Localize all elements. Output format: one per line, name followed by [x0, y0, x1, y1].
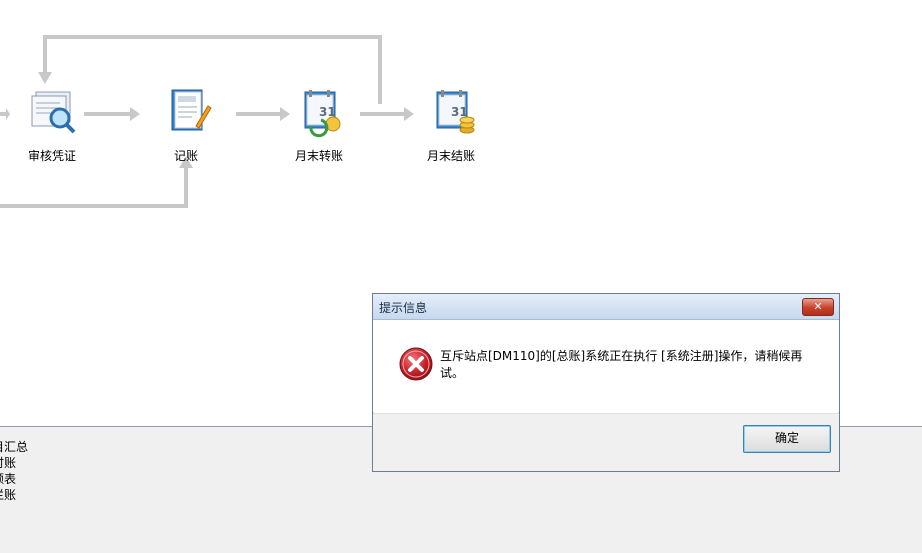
loop-arrow-top [43, 35, 382, 104]
node-audit-voucher[interactable]: 审核凭证 [7, 86, 97, 164]
dialog-body: 互斥站点[DM110]的[总账]系统正在执行 [系统注册]操作，请稍候再试。 [373, 320, 839, 412]
node-label: 月末转账 [294, 149, 343, 163]
ok-button[interactable]: 确定 [743, 425, 831, 453]
audit-voucher-icon [31, 91, 76, 134]
dialog-message: 互斥站点[DM110]的[总账]系统正在执行 [系统注册]操作，请稍候再试。 [440, 349, 803, 380]
node-month-end-transfer[interactable]: 31 月末转账 [274, 86, 364, 164]
flow-arrows [0, 35, 414, 208]
close-button[interactable]: ✕ [802, 298, 834, 316]
node-bookkeeping[interactable]: 记账 [141, 86, 231, 164]
loop-arrow-bottom [0, 168, 188, 208]
menu-item[interactable]: 目汇总 [0, 440, 29, 454]
month-end-close-icon: 31 [436, 90, 475, 134]
report-menu: 目汇总 时账 额表 栏账 [0, 439, 28, 503]
bookkeeping-icon [171, 89, 212, 131]
menu-item[interactable]: 栏账 [0, 488, 17, 502]
node-month-end-close[interactable]: 31 月末结账 [406, 86, 496, 164]
month-end-transfer-icon: 31 [304, 90, 341, 138]
node-label: 审核凭证 [27, 149, 76, 163]
svg-text:31: 31 [451, 105, 468, 119]
dialog-titlebar[interactable]: 提示信息 ✕ [373, 294, 839, 320]
svg-text:31: 31 [319, 105, 336, 119]
dialog-title: 提示信息 [379, 301, 428, 315]
menu-item[interactable]: 额表 [0, 472, 17, 486]
alert-dialog: 提示信息 ✕ 互斥站点[DM110]的[总账]系统正在执行 [系统注册]操作，请… [372, 293, 840, 472]
error-icon [399, 347, 433, 381]
dialog-footer: 确定 [373, 413, 839, 471]
node-label: 记账 [173, 149, 198, 163]
node-label: 月末结账 [426, 149, 475, 163]
menu-item[interactable]: 时账 [0, 456, 17, 470]
